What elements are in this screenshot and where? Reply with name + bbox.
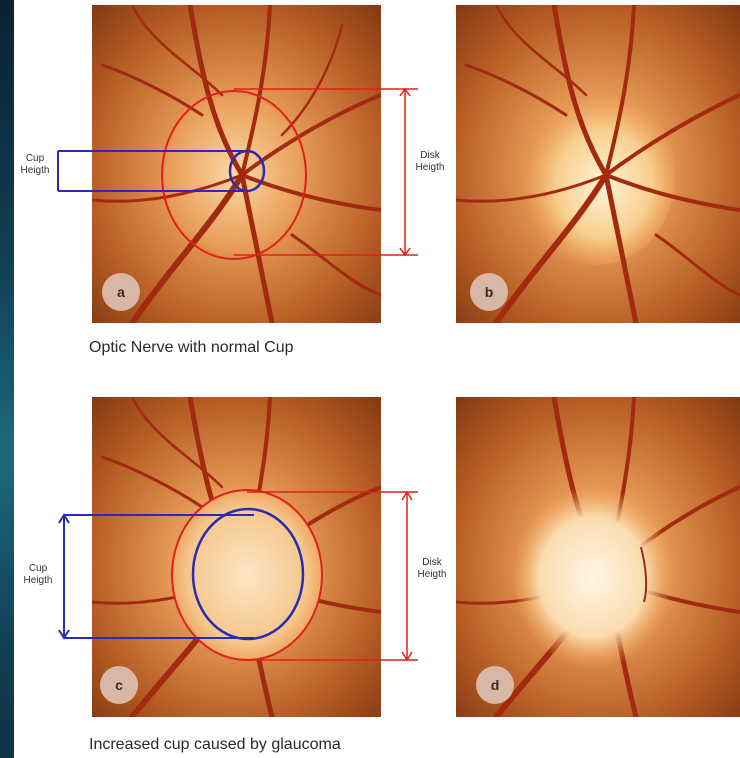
panel-label-d: d	[476, 666, 514, 704]
figure-panel: Cup Heigth Disk Heigth Cup Heigth Disk H…	[14, 0, 740, 758]
panel-label-b: b	[470, 273, 508, 311]
measurement-lines	[14, 0, 740, 758]
disk-height-label-c: Disk Heigth	[412, 557, 452, 581]
caption-normal-cup: Optic Nerve with normal Cup	[89, 339, 294, 357]
cup-height-label-c: Cup Heigth	[16, 563, 60, 587]
panel-label-a: a	[102, 273, 140, 311]
cup-height-label-a: Cup Heigth	[14, 153, 56, 177]
disk-height-label-a: Disk Heigth	[410, 150, 450, 174]
panel-label-c: c	[100, 666, 138, 704]
caption-glaucoma-cup: Increased cup caused by glaucoma	[89, 736, 341, 754]
